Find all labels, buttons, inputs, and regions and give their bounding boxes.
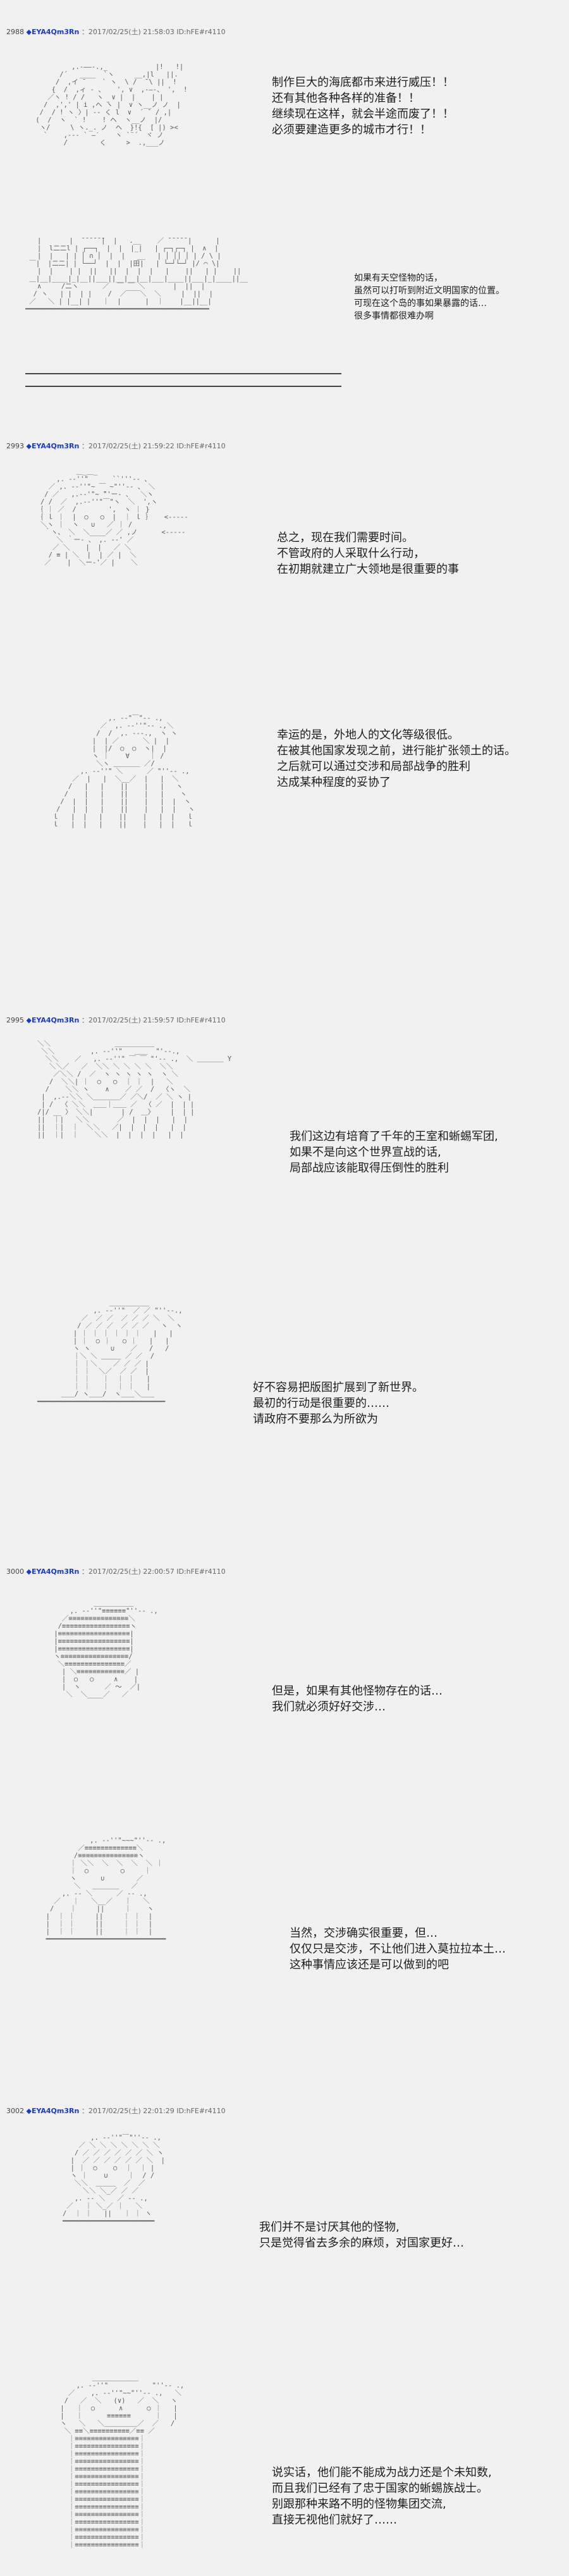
post-number: 2995 xyxy=(6,1016,24,1024)
divider xyxy=(25,373,341,374)
poster-name[interactable]: ◆EYA4Qm3Rn xyxy=(26,442,80,450)
message-panel-1: 总之，现在我们需要时间。 不管政府的人采取什么行动， 在初期就建立广大领地是很重… xyxy=(277,531,459,576)
post-meta: ：2017/02/25(土) 21:59:57 ID:hFE#r4110 xyxy=(81,1016,226,1024)
ascii-art-character: ,. -‐''"~~~"''‐- ., ／≡≡≡≡≡≡≡≡≡≡≡≡≡＼ /≡≡≡… xyxy=(46,1837,166,1943)
ascii-art-character: ＼＼ ＿＿＿＿＿＿ ＼＼ ,. -‐''" ＿＿ "'‐-., ＼＼ ／ ,. … xyxy=(37,1040,232,1139)
ascii-art-character: ,. -‐"￣"‐- ., ／ ,. -‐''"‐- .,＼ / / ,. -‐… xyxy=(52,715,195,828)
post-meta: ：2017/02/25(土) 21:59:22 ID:hFE#r4110 xyxy=(81,442,226,450)
post-meta: ：2017/02/25(土) 21:58:03 ID:hFE#r4110 xyxy=(81,28,226,36)
post-header: 3000 ◆EYA4Qm3Rn ：2017/02/25(土) 22:00:57 … xyxy=(6,1566,226,1576)
post-header: 2995 ◆EYA4Qm3Rn ：2017/02/25(土) 21:59:57 … xyxy=(6,1015,226,1025)
post-meta: ：2017/02/25(土) 22:00:57 ID:hFE#r4110 xyxy=(81,1567,226,1576)
message-panel-2: 好不容易把版图扩展到了新世界。 最初的行动是很重要的…… 请政府不要那么为所欲为 xyxy=(253,1381,424,1426)
post-meta: ：2017/02/25(土) 22:01:29 ID:hFE#r4110 xyxy=(81,2107,226,2115)
ascii-art-character: ＿_＿_ ,. -‐''" ``'''‐- 、 ／ ,. -‐''"~ ￣ ~"… xyxy=(36,468,188,567)
post-header: 3002 ◆EYA4Qm3Rn ：2017/02/25(土) 22:01:29 … xyxy=(6,2106,226,2116)
ascii-art-character: ,.-――-.,_ |! !| /´ ____ `ヽ __,|l ||. / ,… xyxy=(35,63,188,147)
post-number: 2988 xyxy=(6,28,24,36)
post-number: 3000 xyxy=(6,1567,24,1576)
poster-name[interactable]: ◆EYA4Qm3Rn xyxy=(26,28,80,36)
message-panel-2: 如果有天空怪物的话， 虽然可以打听到附近文明国家的位置。 可现在这个岛的事如果暴… xyxy=(354,273,505,321)
ascii-art-character: ＿＿＿＿＿＿ ,. -‐''"≡≡≡≡≡≡"''‐- ., ／≡≡≡≡≡≡≡≡≡… xyxy=(54,1600,158,1698)
post-header: 2993 ◆EYA4Qm3Rn ：2017/02/25(土) 21:59:22 … xyxy=(6,441,226,451)
message-panel-1: 制作巨大的海底都市来进行威压！！ 还有其他各种各样的准备！！ 继续现在这样，就会… xyxy=(272,76,454,137)
message-panel-2: 说实话，他们能不能成为战力还是个未知数, 而且我们已经有了忠于国家的蜥蜴族战士。… xyxy=(272,2466,492,2527)
post-header: 2988 ◆EYA4Qm3Rn ：2017/02/25(土) 21:58:03 … xyxy=(6,27,226,37)
poster-name[interactable]: ◆EYA4Qm3Rn xyxy=(26,1016,80,1024)
poster-name[interactable]: ◆EYA4Qm3Rn xyxy=(26,2107,80,2115)
message-panel-1: 我们这边有培育了千年的王室和蜥蜴军团, 如果不是向这个世界宣战的话, 局部战应该… xyxy=(290,1130,498,1175)
divider xyxy=(25,386,341,387)
message-panel-1: 但是，如果有其他怪物存在的话… 我们就必须好好交涉… xyxy=(272,1684,443,1714)
message-panel-1: 我们并不是讨厌其他的怪物, 只是觉得省去多余的麻烦，对国家更好… xyxy=(259,2221,464,2250)
ascii-art-character: ＿＿＿＿＿＿ ,. -‐''" ／ ／ "''‐-., ／ ／ ／ ／ ／ ／ … xyxy=(37,1299,183,1406)
ascii-art-character: ＿＿＿＿＿＿＿ ,. -‐''" "''‐- ., ／ ,. -‐''"~~"'… xyxy=(60,2374,185,2549)
ascii-art-character: ,. -‐''"￣"''‐- ., ／ ＼ ＼ ＼ ＼ ＼ ＼ ＼ / ／ ／ … xyxy=(62,2134,165,2225)
ascii-art-scene: | | ̄ ̄ ̄ ̄ ̄ ̄| | .__ ／ ̄ ̄ ̄ ̄ ̄ | | |… xyxy=(25,237,248,313)
post-number: 2993 xyxy=(6,442,24,450)
message-panel-2: 当然，交涉确实很重要，但… 仅仅只是交涉，不让他们进入莫拉拉本土… 这种事情应该… xyxy=(290,1927,506,1972)
post-number: 3002 xyxy=(6,2107,24,2115)
poster-name[interactable]: ◆EYA4Qm3Rn xyxy=(26,1567,80,1576)
message-panel-2: 幸运的是，外地人的文化等级很低。 在被其他国家发现之前，进行能扩张领土的话。 之… xyxy=(277,728,516,789)
